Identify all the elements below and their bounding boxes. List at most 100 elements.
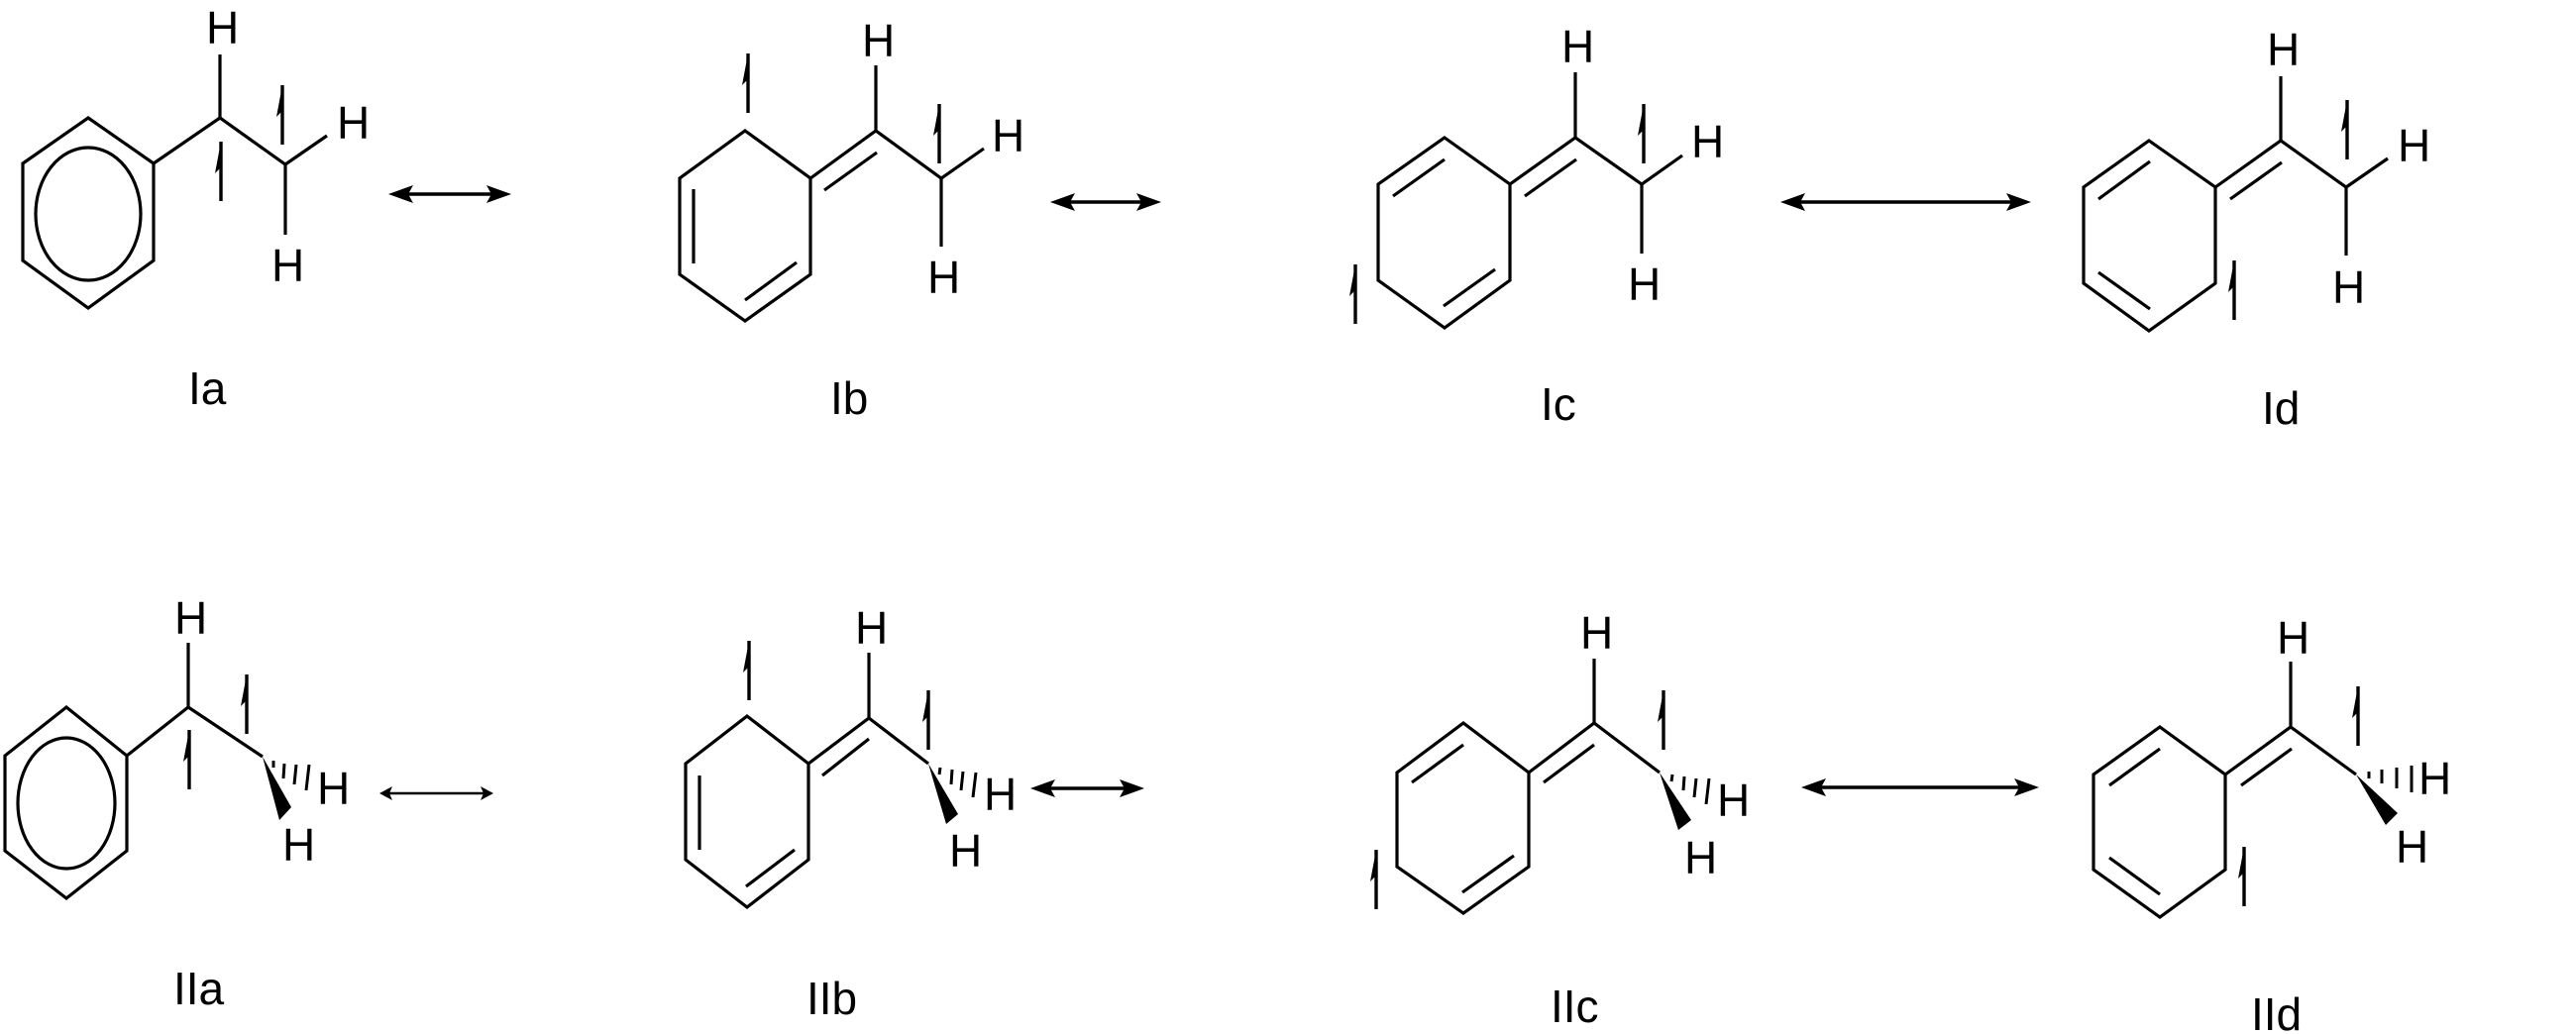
hydrogen-atom: H xyxy=(271,240,304,291)
radical-fishhook-arrow-icon xyxy=(1636,102,1646,165)
structure-IId: H H H IId xyxy=(2092,612,2451,1034)
radical-fishhook-arrow-icon xyxy=(1656,688,1665,752)
ring-double-bond-inner xyxy=(1392,157,1446,198)
cyclohexadiene-ring xyxy=(1395,720,1531,915)
exocyclic-double-bond-inner xyxy=(1543,743,1595,784)
hydrogen-atom: H xyxy=(2332,261,2365,313)
aromatic-circle xyxy=(16,736,117,871)
wedge-bond xyxy=(928,764,958,824)
hydrogen-atom: H xyxy=(337,97,370,149)
structure-Ia: H H H Ia xyxy=(21,2,370,414)
vinyl-chain xyxy=(1528,720,1661,775)
structure-label-IIb: IIb xyxy=(806,973,857,1024)
hydrogen-atom: H xyxy=(2396,821,2428,873)
ring-double-bond-inner xyxy=(1461,854,1515,894)
ethyl-chain xyxy=(126,705,264,759)
resonance-arrow-icon xyxy=(388,185,511,203)
hydrogen-atom: H xyxy=(1561,21,1594,72)
radical-fishhook-arrow-icon xyxy=(2339,98,2349,161)
exocyclic-double-bond-inner xyxy=(823,151,878,192)
hydrogen-atom: H xyxy=(282,819,315,871)
hashed-bond xyxy=(937,767,978,798)
radical-fishhook-arrow-icon xyxy=(1347,262,1357,326)
exocyclic-double-bond-inner xyxy=(1524,157,1577,198)
ring-double-bond-inner xyxy=(745,848,796,888)
hydrogen-atom: H xyxy=(2418,753,2451,804)
radical-fishhook-arrow-icon xyxy=(213,140,223,203)
cyclohexadiene-ring xyxy=(2082,139,2217,333)
exocyclic-double-bond-inner xyxy=(821,737,870,777)
radical-fishhook-arrow-icon xyxy=(2236,845,2246,908)
cyclohexadiene-ring xyxy=(678,129,812,323)
cyclohexadiene-ring xyxy=(684,713,810,910)
ring-double-bond-inner xyxy=(1443,267,1496,308)
exocyclic-double-bond-inner xyxy=(2229,160,2283,201)
structure-label-Ic: Ic xyxy=(1541,378,1576,430)
hashed-bond xyxy=(271,761,311,791)
hydrogen-atom: H xyxy=(206,2,239,53)
structure-label-Id: Id xyxy=(2262,382,2300,434)
vinyl-chain xyxy=(809,129,985,180)
hydrogen-atom: H xyxy=(1717,775,1750,826)
hydrogen-atom: H xyxy=(174,592,207,644)
exocyclic-double-bond-inner xyxy=(2240,747,2293,787)
vinyl-chain xyxy=(1509,136,1683,186)
wedge-bond xyxy=(1660,773,1691,830)
resonance-arrow-icon xyxy=(1030,779,1144,797)
radical-fishhook-arrow-icon xyxy=(181,728,191,791)
resonance-arrow-icon xyxy=(1780,193,2031,211)
resonance-arrow-icon xyxy=(1050,193,1161,211)
vinyl-chain xyxy=(2214,139,2389,189)
hydrogen-atom: H xyxy=(2277,612,2309,664)
cyclohexadiene-ring xyxy=(2092,725,2227,919)
hydrogen-atom: H xyxy=(927,252,960,303)
structure-Id: H H H Id xyxy=(2082,24,2430,434)
structure-IIb: H H H IIb xyxy=(684,602,1017,1024)
hydrogen-atom: H xyxy=(1691,116,1724,167)
structure-IIa: H H H IIa xyxy=(3,592,350,1014)
radical-fishhook-arrow-icon xyxy=(1368,848,1378,911)
ring-double-bond-inner xyxy=(2108,747,2161,787)
ring-double-bond-inner xyxy=(2097,270,2151,311)
structure-Ic: H H H Ic xyxy=(1347,21,1724,430)
hydrogen-atom: H xyxy=(1684,832,1717,883)
hydrogen-atom: H xyxy=(855,602,888,654)
hydrogen-atom: H xyxy=(1628,258,1661,310)
aromatic-circle xyxy=(34,146,143,282)
hydrogen-atom: H xyxy=(992,110,1024,161)
structure-label-IIc: IIc xyxy=(1551,981,1599,1032)
radical-fishhook-arrow-icon xyxy=(2350,684,2360,748)
structure-IIc: H H H IIc xyxy=(1368,607,1750,1032)
ethyl-chain xyxy=(153,116,328,166)
cyclohexadiene-ring xyxy=(1376,136,1512,330)
ring-double-bond-inner xyxy=(744,260,798,302)
wedge-bond xyxy=(263,757,291,820)
hashed-bond xyxy=(2367,766,2414,792)
structure-label-IId: IId xyxy=(2251,988,2302,1034)
structure-label-IIa: IIa xyxy=(173,963,225,1014)
resonance-arrow-icon xyxy=(1801,778,2039,796)
radical-fishhook-arrow-icon xyxy=(741,639,751,702)
ring-double-bond-inner xyxy=(2097,159,2151,201)
hashed-bond xyxy=(1669,774,1711,805)
radical-fishhook-arrow-icon xyxy=(931,102,941,165)
resonance-arrow-icon xyxy=(379,786,493,800)
hydrogen-atom: H xyxy=(317,763,350,814)
structure-label-Ib: Ib xyxy=(830,372,868,424)
hydrogen-atom: H xyxy=(984,769,1017,820)
radical-fishhook-arrow-icon xyxy=(740,52,750,115)
hydrogen-atom: H xyxy=(1580,607,1613,659)
wedge-bond xyxy=(2356,775,2398,825)
hydrogen-atom: H xyxy=(862,15,895,66)
radical-fishhook-arrow-icon xyxy=(920,688,930,752)
ring-double-bond-inner xyxy=(1411,743,1464,784)
hydrogen-atom: H xyxy=(2267,24,2300,75)
hydrogen-atom: H xyxy=(949,825,982,877)
radical-fishhook-arrow-icon xyxy=(2226,258,2236,322)
structure-Ib: H H H Ib xyxy=(678,15,1024,424)
hydrogen-atom: H xyxy=(2398,120,2430,171)
radical-fishhook-arrow-icon xyxy=(239,672,249,736)
ring-double-bond-inner xyxy=(2108,856,2161,896)
radical-fishhook-arrow-icon xyxy=(274,83,284,147)
